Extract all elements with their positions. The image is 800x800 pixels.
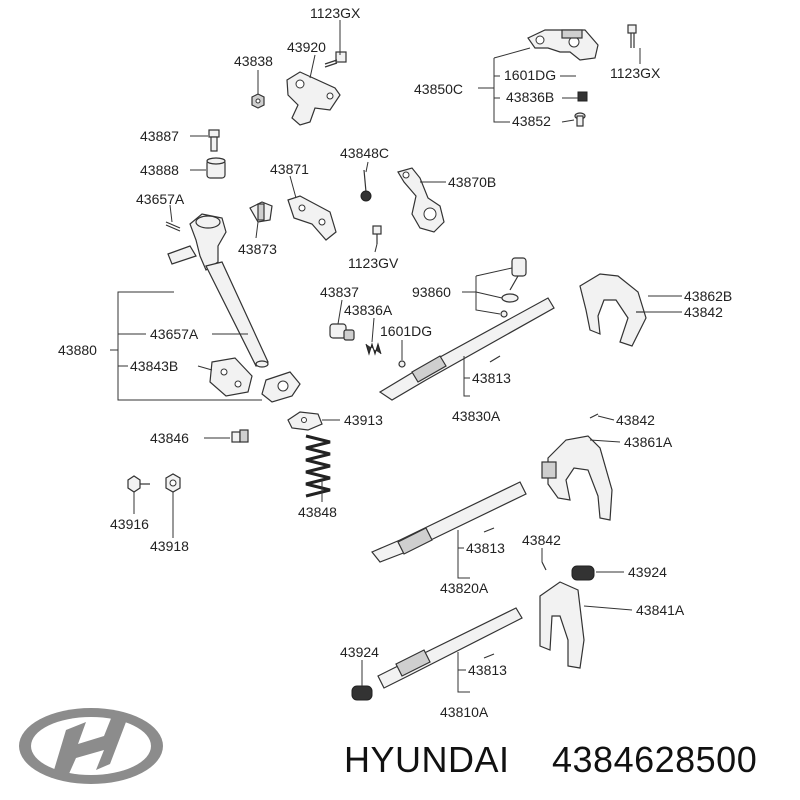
label-43836a: 43836A xyxy=(344,302,393,318)
label-43813-a: 43813 xyxy=(472,370,511,386)
bolt-1123gv xyxy=(372,225,382,244)
brand-name: HYUNDAI xyxy=(344,739,510,780)
label-1601dg-b: 1601DG xyxy=(380,323,432,339)
fork-43862b xyxy=(579,273,647,347)
bolt-43848c xyxy=(360,169,372,202)
label-43913: 43913 xyxy=(344,412,383,428)
lever-43870b xyxy=(397,167,445,233)
label-43873: 43873 xyxy=(238,241,277,257)
nut-43918 xyxy=(165,473,181,493)
plate-43913 xyxy=(287,411,323,431)
label-43918: 43918 xyxy=(150,538,189,554)
bushing-43888 xyxy=(206,157,226,179)
label-93860: 93860 xyxy=(412,284,451,300)
label-43813-b: 43813 xyxy=(466,540,505,556)
bolt-43846 xyxy=(231,429,249,443)
part-drawings xyxy=(127,24,647,701)
part-labels: 1123GX 43920 43838 43850C 1601DG 1123GX … xyxy=(58,5,732,720)
rail-43810a xyxy=(377,607,523,689)
label-43848: 43848 xyxy=(298,504,337,520)
bolt-43887 xyxy=(208,129,220,152)
label-43837: 43837 xyxy=(320,284,359,300)
label-43836b: 43836B xyxy=(506,89,554,105)
label-43813-c: 43813 xyxy=(468,662,507,678)
label-43852: 43852 xyxy=(512,113,551,129)
shift-lever-43880 xyxy=(167,213,269,368)
label-43846: 43846 xyxy=(150,430,189,446)
fork-43861a xyxy=(541,435,613,521)
label-1123gv: 1123GV xyxy=(348,255,399,271)
leader-lines xyxy=(110,20,682,693)
part-number: 4384628500 xyxy=(552,739,757,780)
bolt-1123gx-top xyxy=(324,51,347,68)
spring-43836b xyxy=(577,91,588,102)
label-1123gx-top: 1123GX xyxy=(310,5,361,21)
bracket-43871 xyxy=(287,195,337,241)
fork-43841a xyxy=(539,581,585,669)
label-43888: 43888 xyxy=(140,162,179,178)
switch-93860 xyxy=(500,257,527,318)
pin-43657a-top xyxy=(165,221,181,232)
bolt-1123gx-right xyxy=(627,24,637,48)
lever-end xyxy=(261,371,301,403)
clip-43873 xyxy=(249,201,273,223)
rail-43820a xyxy=(371,481,527,563)
label-43820a: 43820A xyxy=(440,580,489,596)
label-43880: 43880 xyxy=(58,342,97,358)
label-43924-a: 43924 xyxy=(628,564,667,580)
label-43841a: 43841A xyxy=(636,602,685,618)
pin-43852 xyxy=(574,112,586,127)
label-43830a: 43830A xyxy=(452,408,501,424)
plug-43837 xyxy=(329,323,355,341)
label-43870b: 43870B xyxy=(448,174,496,190)
rail-43830a xyxy=(378,297,555,401)
bracket-43920 xyxy=(286,71,341,126)
label-43862b: 43862B xyxy=(684,288,732,304)
label-1123gx-right: 1123GX xyxy=(610,65,661,81)
label-43842-c: 43842 xyxy=(522,532,561,548)
label-43871: 43871 xyxy=(270,161,309,177)
label-1601dg-a: 1601DG xyxy=(504,67,556,83)
plate-43843b xyxy=(209,357,253,397)
bushing-43924-b xyxy=(351,685,373,701)
label-43920: 43920 xyxy=(287,39,326,55)
label-43838: 43838 xyxy=(234,53,273,69)
label-43842-b: 43842 xyxy=(616,412,655,428)
label-43843b: 43843B xyxy=(130,358,178,374)
label-43887: 43887 xyxy=(140,128,179,144)
hyundai-logo xyxy=(19,708,163,784)
label-43657a-b: 43657A xyxy=(150,326,199,342)
label-43842-a: 43842 xyxy=(684,304,723,320)
ball-1601dg xyxy=(398,360,406,368)
label-43810a: 43810A xyxy=(440,704,489,720)
nut-43838 xyxy=(251,93,265,109)
label-43850c: 43850C xyxy=(414,81,463,97)
bushing-43924-a xyxy=(571,565,595,581)
spring-43848 xyxy=(305,434,331,498)
label-43916: 43916 xyxy=(110,516,149,532)
bracket-43850c xyxy=(527,29,599,61)
label-43861a: 43861A xyxy=(624,434,673,450)
label-43848c: 43848C xyxy=(340,145,389,161)
spring-43836a xyxy=(365,342,382,356)
label-43924-b: 43924 xyxy=(340,644,379,660)
bolt-43916 xyxy=(127,475,150,493)
label-43657a-a: 43657A xyxy=(136,191,185,207)
